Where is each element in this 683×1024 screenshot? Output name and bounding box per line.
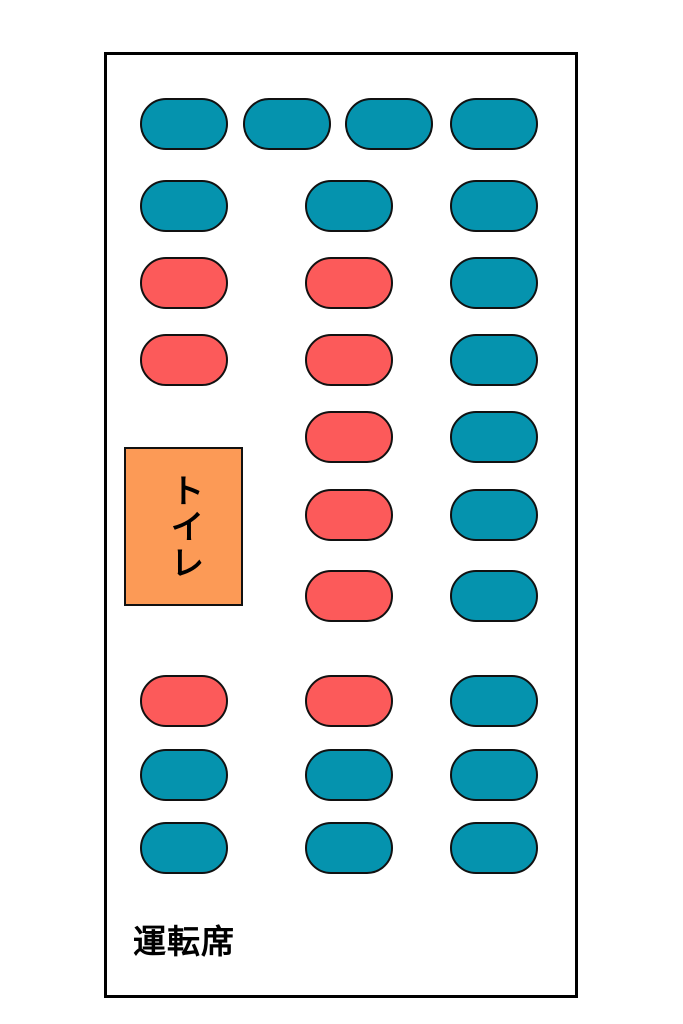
seat-r10-c3[interactable] [305, 822, 393, 874]
seat-r8-c1[interactable] [140, 675, 228, 727]
toilet-label: トイレ [163, 472, 204, 581]
seat-r2-c4[interactable] [450, 180, 538, 232]
seat-r7-c4[interactable] [450, 570, 538, 622]
seat-r7-c3[interactable] [305, 570, 393, 622]
seat-r8-c3[interactable] [305, 675, 393, 727]
seat-r2-c1[interactable] [140, 180, 228, 232]
seat-r5-c3[interactable] [305, 411, 393, 463]
seat-r4-c3[interactable] [305, 334, 393, 386]
seat-r10-c1[interactable] [140, 822, 228, 874]
seat-r5-c4[interactable] [450, 411, 538, 463]
seat-r1-c3[interactable] [345, 98, 433, 150]
seat-r3-c1[interactable] [140, 257, 228, 309]
seat-r1-c4[interactable] [450, 98, 538, 150]
seat-r6-c4[interactable] [450, 489, 538, 541]
seat-r8-c4[interactable] [450, 675, 538, 727]
seat-r1-c2[interactable] [243, 98, 331, 150]
seat-r3-c3[interactable] [305, 257, 393, 309]
seat-r4-c4[interactable] [450, 334, 538, 386]
seat-r6-c3[interactable] [305, 489, 393, 541]
seat-r9-c4[interactable] [450, 749, 538, 801]
seat-r2-c3[interactable] [305, 180, 393, 232]
seat-r10-c4[interactable] [450, 822, 538, 874]
toilet-block: トイレ [124, 447, 243, 606]
seat-r1-c1[interactable] [140, 98, 228, 150]
driver-seat-label: 運転席 [133, 922, 235, 961]
seat-r3-c4[interactable] [450, 257, 538, 309]
seat-r4-c1[interactable] [140, 334, 228, 386]
seat-r9-c1[interactable] [140, 749, 228, 801]
seat-r9-c3[interactable] [305, 749, 393, 801]
